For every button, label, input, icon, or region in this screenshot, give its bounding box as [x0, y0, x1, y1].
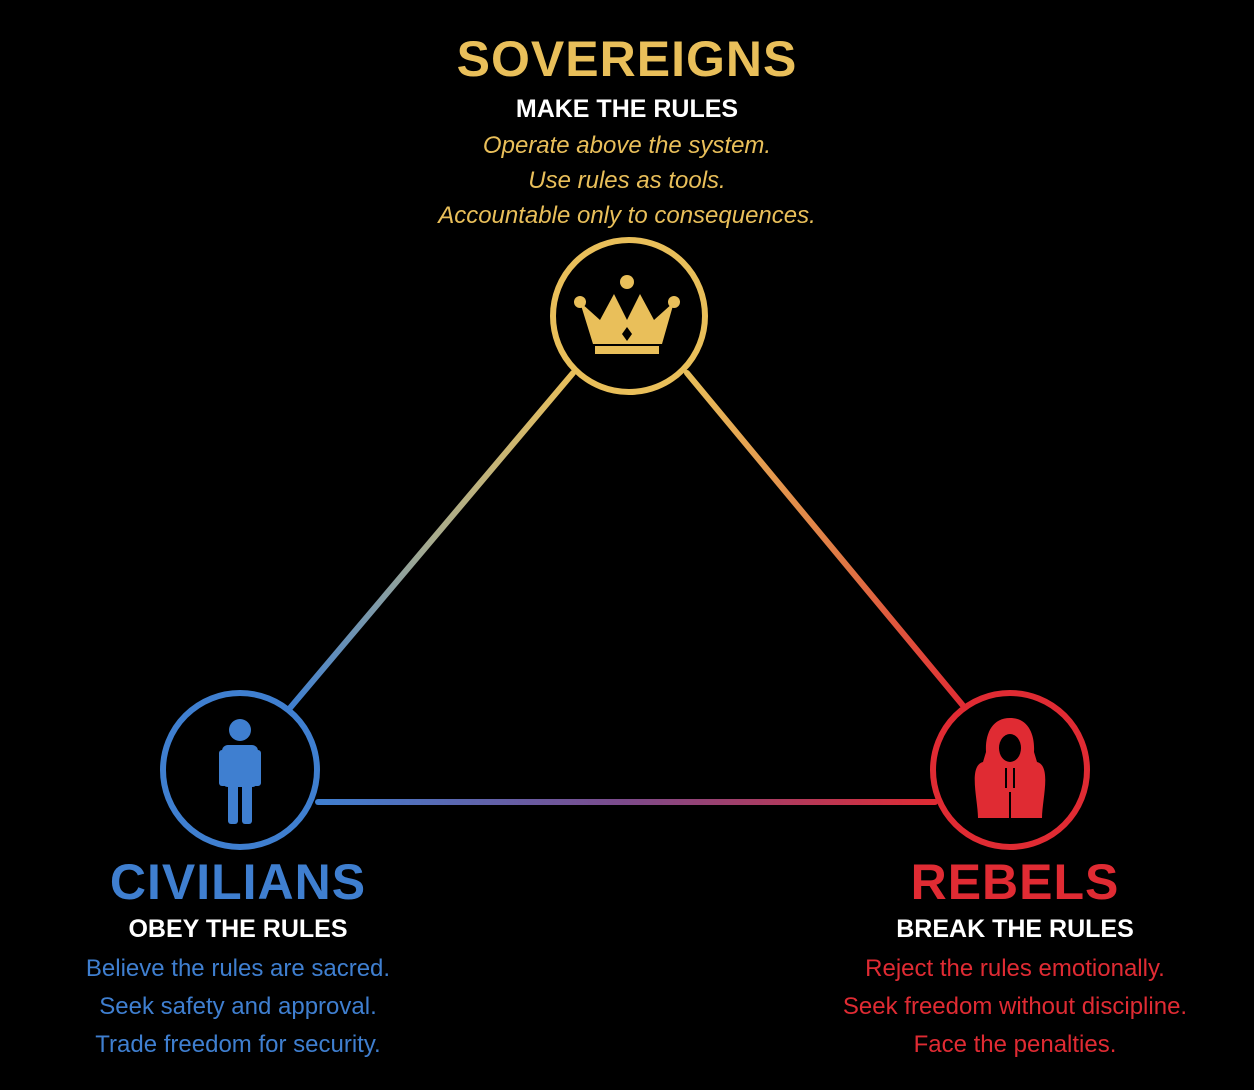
civilians-label-group: CIVILIANS OBEY THE RULES Believe the rul…	[38, 857, 438, 1064]
rebels-node	[930, 690, 1090, 850]
sovereigns-node	[550, 237, 708, 395]
rebels-line: Seek freedom without discipline.	[842, 992, 1188, 1020]
rebels-label-group: REBELS BREAK THE RULES Reject the rules …	[795, 857, 1235, 1064]
sovereigns-label-group: SOVEREIGNS MAKE THE RULES Operate above …	[327, 34, 927, 233]
rebels-line: Face the penalties.	[913, 1030, 1117, 1058]
rebels-line: Reject the rules emotionally.	[865, 954, 1165, 982]
hooded-figure-icon	[974, 718, 1046, 818]
civilians-line: Believe the rules are sacred.	[85, 954, 391, 982]
civilians-title: CIVILIANS	[109, 854, 367, 910]
connector-sovereigns-civilians	[287, 370, 576, 711]
sovereigns-subtitle: MAKE THE RULES	[515, 95, 739, 123]
person-icon	[219, 719, 261, 824]
sovereigns-line: Accountable only to consequences.	[438, 201, 816, 229]
crown-icon	[574, 275, 680, 354]
sovereigns-line: Operate above the system.	[482, 131, 772, 159]
sovereigns-line: Use rules as tools.	[528, 166, 726, 194]
sovereigns-title: SOVEREIGNS	[456, 31, 798, 87]
civilians-node	[160, 690, 320, 850]
rebels-title: REBELS	[910, 854, 1120, 910]
civilians-subtitle: OBEY THE RULES	[128, 915, 348, 943]
civilians-line: Trade freedom for security.	[95, 1030, 381, 1058]
rebels-subtitle: BREAK THE RULES	[896, 915, 1134, 943]
connector-sovereigns-rebels	[684, 370, 968, 711]
civilians-line: Seek safety and approval.	[99, 992, 377, 1020]
